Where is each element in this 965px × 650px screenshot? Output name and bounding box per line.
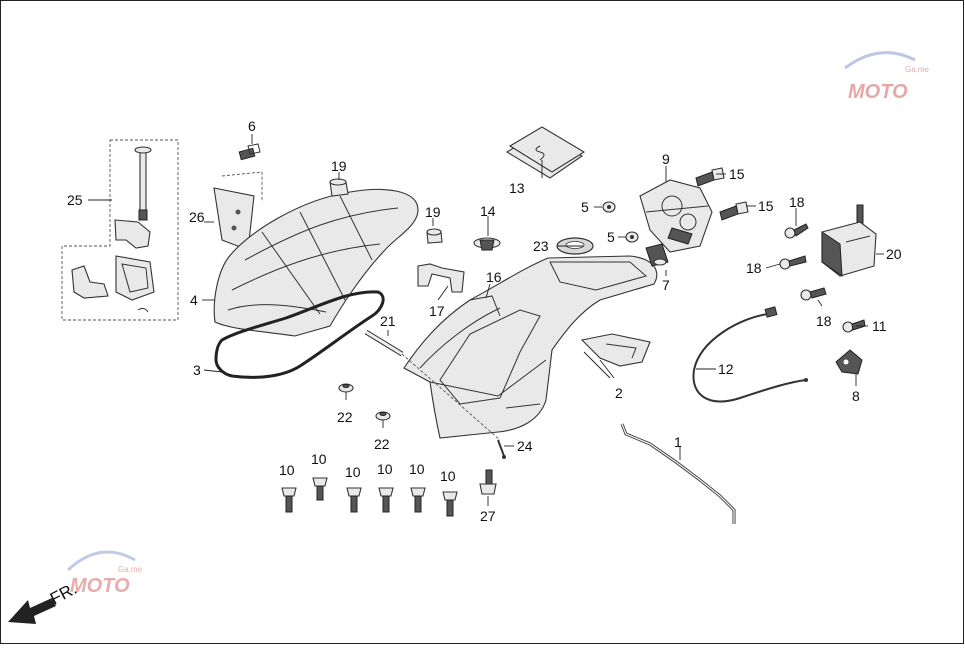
label-10-d: 10 bbox=[377, 461, 393, 477]
svg-text:Ga.me: Ga.me bbox=[118, 565, 143, 574]
part-18-screws bbox=[779, 223, 827, 301]
part-16-storage-box bbox=[403, 255, 658, 439]
label-21: 21 bbox=[380, 313, 396, 329]
label-4: 4 bbox=[190, 292, 198, 308]
part-22-grommet-b bbox=[375, 411, 391, 421]
part-4-seat bbox=[213, 188, 419, 337]
part-5-nut-a bbox=[602, 201, 616, 213]
leader-lines bbox=[88, 134, 884, 506]
watermark-logo-top: MOTO Ga.me bbox=[844, 51, 930, 103]
bolt-10-f bbox=[442, 491, 458, 517]
label-17: 17 bbox=[429, 303, 445, 319]
part-7-actuator bbox=[645, 243, 669, 267]
label-18-c: 18 bbox=[816, 313, 832, 329]
part-3-seal-gasket bbox=[214, 290, 385, 379]
screw-18-c bbox=[800, 287, 827, 301]
part-5-nut-b bbox=[625, 231, 639, 243]
label-20: 20 bbox=[886, 246, 902, 262]
label-8: 8 bbox=[852, 388, 860, 404]
label-13: 13 bbox=[509, 180, 525, 196]
screw-18-b bbox=[779, 255, 807, 270]
bolt-10-d bbox=[378, 487, 394, 513]
label-26: 26 bbox=[189, 209, 205, 225]
label-19-a: 19 bbox=[331, 158, 347, 174]
part-24-pin bbox=[497, 439, 506, 459]
label-3: 3 bbox=[193, 362, 201, 378]
label-10-a: 10 bbox=[279, 462, 295, 478]
label-10-c: 10 bbox=[345, 464, 361, 480]
bolt-10-e bbox=[410, 487, 426, 513]
label-18-a: 18 bbox=[789, 194, 805, 210]
part-8-clamp bbox=[835, 349, 863, 375]
part-10-bolts bbox=[281, 477, 458, 517]
label-16: 16 bbox=[486, 269, 502, 285]
watermark-logo-bottom: MOTO Ga.me bbox=[66, 550, 143, 597]
part-9-latch-assembly bbox=[639, 179, 713, 253]
svg-text:MOTO: MOTO bbox=[848, 81, 908, 103]
part-6-bolt bbox=[238, 143, 261, 161]
label-10-b: 10 bbox=[311, 451, 327, 467]
label-11: 11 bbox=[872, 318, 887, 334]
label-7: 7 bbox=[662, 277, 670, 293]
screw-18-a bbox=[784, 223, 809, 239]
label-22-b: 22 bbox=[374, 436, 390, 452]
label-14: 14 bbox=[480, 203, 496, 219]
part-12-cable bbox=[692, 306, 808, 403]
label-5-a: 5 bbox=[581, 199, 589, 215]
part-25-lock-group bbox=[61, 139, 179, 321]
label-12: 12 bbox=[718, 361, 734, 377]
bolt-10-a bbox=[281, 487, 297, 513]
part-20-motor-unit bbox=[821, 204, 877, 278]
label-15-a: 15 bbox=[729, 166, 745, 182]
label-5-b: 5 bbox=[607, 229, 615, 245]
part-17-bracket bbox=[417, 263, 465, 293]
part-27-clip bbox=[479, 469, 497, 495]
part-21-rod bbox=[364, 329, 501, 441]
label-6: 6 bbox=[248, 118, 256, 134]
label-27: 27 bbox=[480, 508, 496, 524]
label-9: 9 bbox=[662, 151, 670, 167]
part-13-label-sheet bbox=[505, 126, 586, 179]
label-10-e: 10 bbox=[409, 461, 425, 477]
part-14-clip bbox=[473, 237, 501, 251]
label-10-f: 10 bbox=[440, 468, 456, 484]
label-15-b: 15 bbox=[758, 198, 774, 214]
label-22-a: 22 bbox=[337, 409, 353, 425]
bolt-10-c bbox=[346, 487, 362, 513]
part-19-nut-b bbox=[426, 228, 443, 244]
part-1-release-rod bbox=[620, 423, 736, 524]
label-1: 1 bbox=[674, 434, 682, 450]
bolt-10-b bbox=[312, 477, 328, 501]
label-24: 24 bbox=[517, 438, 533, 454]
part-22-grommet-a bbox=[338, 383, 354, 393]
part-11-screw bbox=[842, 319, 866, 333]
label-2: 2 bbox=[615, 385, 623, 401]
part-2-cover-pad bbox=[580, 333, 651, 379]
svg-text:Ga.me: Ga.me bbox=[905, 65, 930, 74]
label-19-b: 19 bbox=[425, 204, 441, 220]
label-25: 25 bbox=[67, 192, 83, 208]
part-number-labels: 25 26 6 19 19 14 13 9 15 15 5 5 23 7 18 … bbox=[67, 118, 902, 524]
svg-text:MOTO: MOTO bbox=[70, 575, 130, 597]
part-19-nut-a bbox=[329, 178, 349, 197]
label-18-b: 18 bbox=[746, 260, 762, 276]
label-23: 23 bbox=[533, 238, 549, 254]
